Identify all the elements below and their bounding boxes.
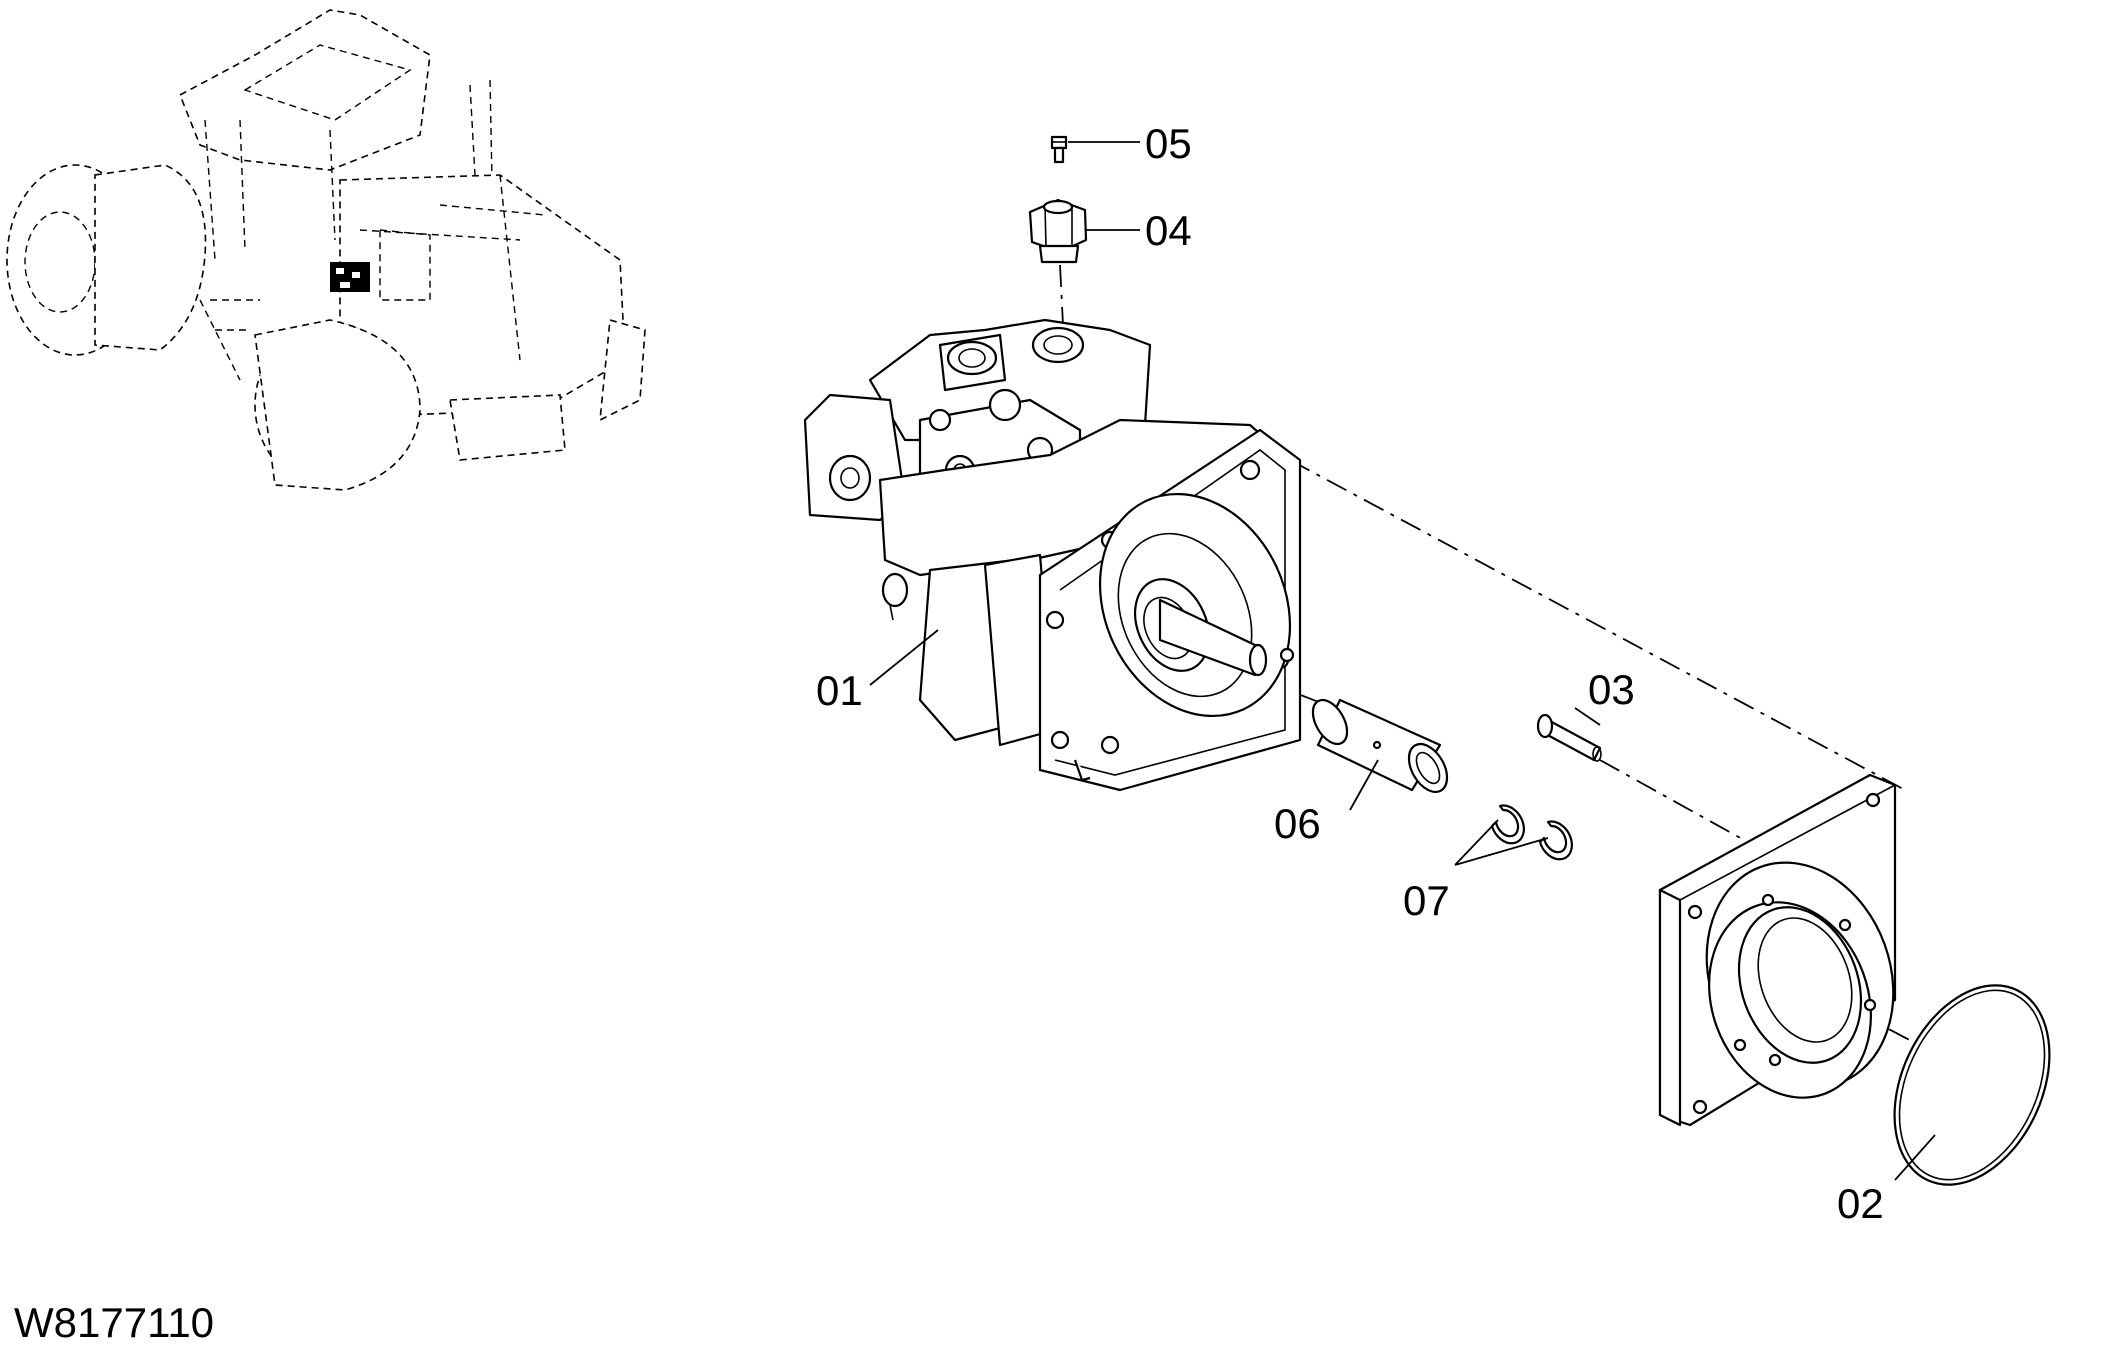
pump-assembly-part-01 (803, 318, 1302, 792)
machine-locator-sketch (6, 9, 646, 491)
fitting-part-05 (1050, 135, 1068, 164)
figure-id: W8177110 (14, 1299, 214, 1346)
pump-location-marker (330, 262, 370, 292)
callout-03: 03 (1588, 666, 1635, 713)
callout-04: 04 (1145, 207, 1192, 254)
callout-02: 02 (1837, 1180, 1884, 1227)
callout-05: 05 (1145, 120, 1192, 167)
o-ring-part-02 (1893, 984, 2051, 1186)
circlips-part-07 (1490, 804, 1573, 861)
sleeve-part-06 (1311, 698, 1449, 793)
callout-01: 01 (816, 667, 863, 714)
callout-07: 07 (1403, 877, 1450, 924)
callout-06: 06 (1274, 800, 1321, 847)
plug-part-04 (1028, 198, 1088, 264)
leader-lines (869, 141, 1936, 1181)
bolt-part-03 (1536, 713, 1602, 762)
adapter-flange (1658, 773, 1897, 1127)
